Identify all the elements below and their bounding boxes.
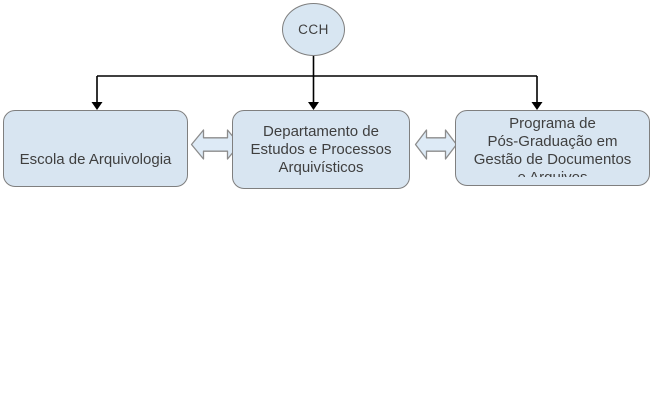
node-label-line: Arquivísticos [278, 158, 364, 176]
node-label: Programa de Pós-Graduação em Gestão de D… [474, 115, 632, 177]
node-label-line: Departamento de [263, 122, 379, 140]
node-label: Departamento de Estudos e Processos Arqu… [251, 123, 392, 177]
node-departamento-estudos-processos-arquivisticos: Departamento de Estudos e Processos Arqu… [232, 110, 410, 189]
node-label-line: Gestão de Documentos [473, 151, 632, 168]
root-node-label: CCH [298, 22, 329, 37]
node-label-line-clipped: e Arquivos [474, 169, 632, 177]
node-escola-de-arquivologia: Escola de Arquivologia [3, 110, 188, 187]
root-node-cch: CCH [282, 3, 345, 56]
node-label-line: Estudos e Processos [250, 140, 392, 158]
node-label-line: Programa de [509, 115, 596, 132]
double-arrow-icon [414, 129, 458, 160]
node-label: Escola de Arquivologia [20, 151, 172, 169]
node-programa-pos-graduacao-gestao-documentos: Programa de Pós-Graduação em Gestão de D… [455, 110, 650, 186]
arrowhead-icon [91, 102, 543, 110]
node-label-line: Pós-Graduação em [487, 133, 618, 150]
node-label-line: Escola de Arquivologia [19, 151, 172, 168]
